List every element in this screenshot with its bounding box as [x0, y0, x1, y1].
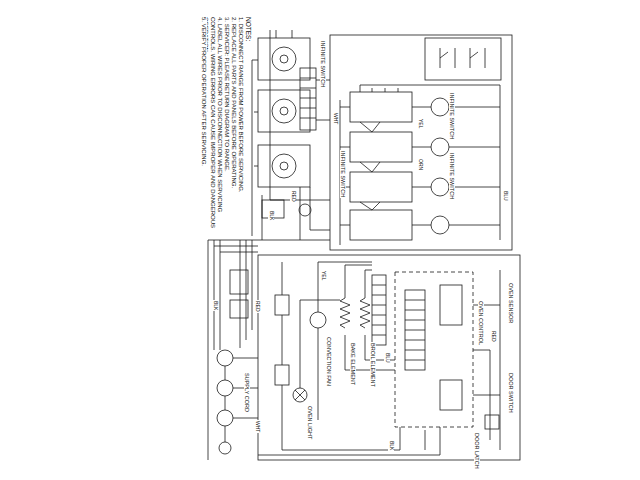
part-name: INFINITE SWITCH	[340, 150, 346, 198]
part-name: INFINITE SWITCH	[449, 92, 455, 140]
wire-color: BLK	[268, 210, 274, 221]
part-name: DOOR LATCH	[474, 432, 480, 470]
wire-color: BLK	[212, 300, 218, 311]
part-name: BAKE ELEMENT	[350, 342, 356, 386]
oven-circuit	[258, 255, 520, 460]
part-name: OVEN CONTROL	[478, 300, 484, 346]
part-name: INFINITE SWITCH	[320, 40, 326, 88]
note-text: 1. DISCONNECT RANGE FROM POWER BEFORE SE…	[237, 16, 244, 193]
wire-color: WHT	[254, 420, 260, 433]
wire-color: YEL	[320, 270, 326, 281]
wire-color: BLU	[384, 352, 390, 364]
notes-heading: NOTES:	[245, 16, 252, 42]
part-name: CONVECTION FAN	[326, 336, 332, 387]
note-text: 5. VERIFY PROPER OPERATION AFTER SERVICI…	[200, 16, 207, 167]
part-name: OVEN SENSOR	[508, 282, 514, 324]
wire-color: RED	[490, 330, 496, 343]
supply-wiring	[208, 240, 330, 460]
part-name: OVEN LIGHT	[307, 405, 313, 440]
wire-color: BLK	[388, 440, 394, 451]
wire-color: WHT	[332, 112, 338, 125]
part-name: DOOR SWITCH	[508, 372, 514, 414]
note-text: 3. SERVICER: PLEASE RETURN DIAGRAM TO RA…	[223, 16, 230, 173]
part-name: SUPPLY CORD	[244, 372, 250, 413]
surface-switch-group	[252, 30, 330, 240]
wire-color: YEL	[417, 118, 423, 129]
wire-color: RED	[254, 300, 260, 313]
part-name: INFINITE SWITCH	[449, 152, 455, 200]
wire-color: RED	[290, 190, 296, 203]
wire-color: ORN	[417, 158, 423, 171]
control-switch-box	[330, 35, 512, 250]
part-name: BROIL ELEMENT	[370, 342, 376, 388]
note-text: 2. REPLACE ALL PARTS AND PANELS BEFORE O…	[230, 16, 237, 189]
wire-color: BLU	[502, 190, 508, 202]
